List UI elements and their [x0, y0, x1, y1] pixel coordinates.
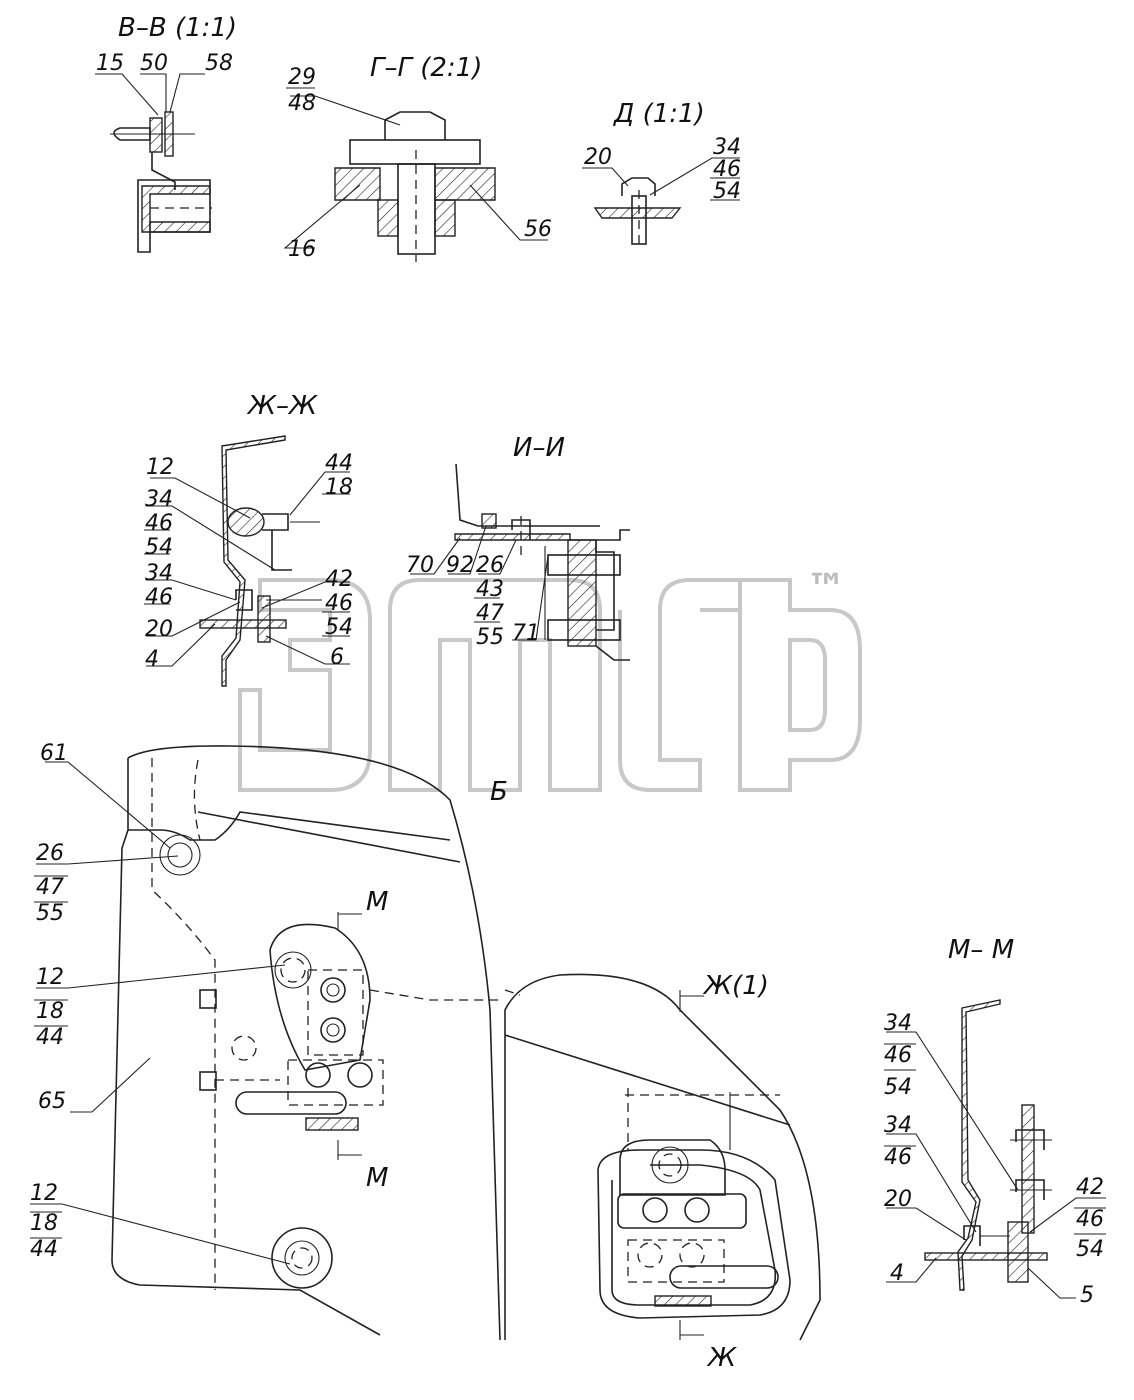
section-ii: И–И 70 92 26 43 47 55 71 — [406, 433, 630, 661]
label-mm-34a: 34 — [884, 1011, 912, 1036]
title-ii: И–И — [513, 433, 565, 463]
label-zz-46c: 46 — [325, 591, 353, 616]
label-d-20: 20 — [584, 145, 612, 170]
title-mm: М– М — [948, 935, 1014, 965]
label-m-26: 26 — [36, 841, 64, 866]
label-m-18a: 18 — [36, 999, 64, 1024]
title-vv: В–В (1:1) — [118, 13, 237, 43]
section-gg: Г–Г (2:1) 29 48 16 56 — [283, 53, 552, 262]
label-m-47: 47 — [36, 875, 64, 900]
label-zz-4: 4 — [145, 647, 159, 672]
label-gg-29: 29 — [288, 65, 316, 90]
section-vv: В–В (1:1) 15 50 58 — [95, 13, 237, 253]
label-zz-34a: 34 — [145, 487, 173, 512]
label-m-18b: 18 — [30, 1211, 58, 1236]
label-zz-46a: 46 — [145, 511, 173, 536]
label-zz-46b: 46 — [145, 585, 173, 610]
label-mm-46c: 46 — [1076, 1207, 1104, 1232]
label-ii-92: 92 — [446, 553, 474, 578]
label-m-top: М — [366, 887, 388, 917]
label-zz-6: 6 — [330, 645, 344, 670]
label-d-34: 34 — [713, 135, 741, 160]
watermark-tm: ™ — [806, 566, 846, 612]
label-zz-18: 18 — [325, 475, 353, 500]
label-m-44b: 44 — [30, 1237, 58, 1262]
section-d: Д (1:1) 20 34 46 54 — [582, 99, 741, 250]
label-vv-50: 50 — [140, 51, 168, 76]
label-zz-42: 42 — [325, 567, 353, 592]
main-view — [30, 745, 821, 1341]
label-ii-43: 43 — [476, 577, 504, 602]
label-mm-4: 4 — [890, 1261, 904, 1286]
label-zz-12: 12 — [146, 455, 174, 480]
label-m-61: 61 — [40, 741, 68, 766]
label-zh1: Ж(1) — [702, 971, 769, 1001]
label-mm-46a: 46 — [884, 1043, 912, 1068]
label-zz-34b: 34 — [145, 561, 173, 586]
label-gg-16: 16 — [288, 237, 316, 262]
label-ii-71: 71 — [512, 621, 540, 646]
label-mm-34b: 34 — [884, 1113, 912, 1138]
label-m-55: 55 — [36, 901, 64, 926]
section-zhzh: Ж–Ж 12 44 18 34 46 54 34 46 42 46 54 — [144, 391, 353, 687]
label-zz-44: 44 — [325, 451, 353, 476]
label-vv-15: 15 — [96, 51, 124, 76]
label-mm-5: 5 — [1080, 1283, 1094, 1308]
label-m-44a: 44 — [36, 1025, 64, 1050]
watermark-logo — [238, 578, 862, 792]
label-m-bottom: М — [366, 1163, 388, 1193]
label-ii-70: 70 — [406, 553, 434, 578]
main-view-labels: Б М М Ж(1) Ж 61 26 47 55 12 18 44 65 12 … — [30, 741, 769, 1373]
label-mm-54a: 54 — [884, 1075, 912, 1100]
label-m-12a: 12 — [36, 965, 64, 990]
label-vv-58: 58 — [205, 51, 233, 76]
label-gg-56: 56 — [524, 217, 552, 242]
title-gg: Г–Г (2:1) — [370, 53, 482, 83]
label-ii-26: 26 — [476, 553, 504, 578]
label-d-46: 46 — [713, 157, 741, 182]
title-zhzh: Ж–Ж — [246, 391, 318, 421]
label-zh: Ж — [706, 1343, 737, 1373]
label-m-12b: 12 — [30, 1181, 58, 1206]
label-ii-55: 55 — [476, 625, 504, 650]
label-gg-48: 48 — [288, 91, 316, 116]
label-m-65: 65 — [38, 1089, 66, 1114]
label-d-54: 54 — [713, 179, 741, 204]
label-mm-42: 42 — [1076, 1175, 1104, 1200]
label-mm-54c: 54 — [1076, 1237, 1104, 1262]
label-view-b: Б — [490, 777, 508, 807]
title-d: Д (1:1) — [613, 99, 705, 129]
section-mm: М– М 34 46 54 34 46 20 4 42 46 54 5 — [884, 935, 1106, 1308]
label-zz-20: 20 — [145, 617, 173, 642]
label-zz-54c: 54 — [325, 615, 353, 640]
label-mm-46b: 46 — [884, 1145, 912, 1170]
label-mm-20: 20 — [884, 1187, 912, 1212]
label-zz-54a: 54 — [145, 535, 173, 560]
label-ii-47: 47 — [476, 601, 504, 626]
